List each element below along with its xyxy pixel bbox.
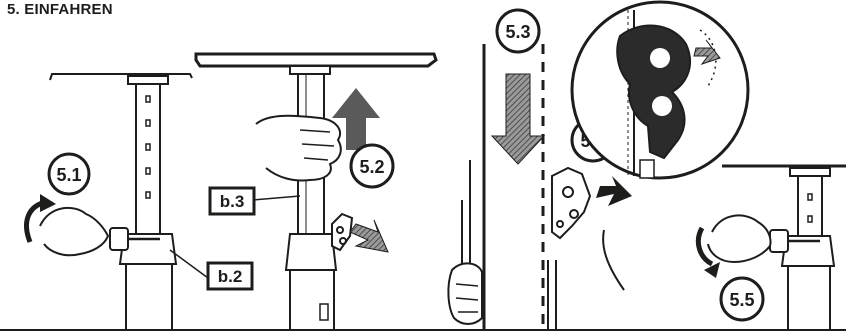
latch — [552, 168, 590, 238]
panel-step-5-1 — [50, 74, 208, 330]
step-badge-5-5: 5.5 — [721, 278, 763, 320]
clamp-knob — [110, 228, 128, 250]
svg-text:5.2: 5.2 — [359, 157, 384, 177]
step-badge-5-2: 5.2 — [351, 145, 393, 187]
down-arrow-5-3 — [492, 74, 544, 164]
svg-text:5.1: 5.1 — [56, 165, 81, 185]
mounting-plate — [128, 76, 168, 84]
outer-tube — [126, 264, 172, 330]
hand-bottom — [448, 263, 482, 324]
svg-text:b.3: b.3 — [220, 192, 245, 211]
step-badge-5-1: 5.1 — [49, 154, 89, 194]
svg-text:5.3: 5.3 — [505, 22, 530, 42]
step-badge-5-3: 5.3 — [497, 10, 539, 52]
label-b2: b.2 — [208, 263, 252, 289]
label-b3: b.3 — [210, 188, 254, 214]
inner-tube — [136, 84, 160, 234]
svg-text:b.2: b.2 — [218, 267, 243, 286]
tabletop-edge — [50, 74, 192, 80]
tabletop — [196, 54, 436, 66]
hand-holding-tube — [256, 116, 341, 181]
diagonal-arrow-5-2 — [350, 220, 388, 252]
hand-left — [40, 208, 108, 255]
finger-line — [603, 230, 624, 290]
svg-text:5.5: 5.5 — [729, 290, 754, 310]
hand-right — [708, 215, 771, 262]
detail-zoom-circle — [572, 2, 748, 178]
press-arrow-5-4 — [596, 176, 632, 206]
